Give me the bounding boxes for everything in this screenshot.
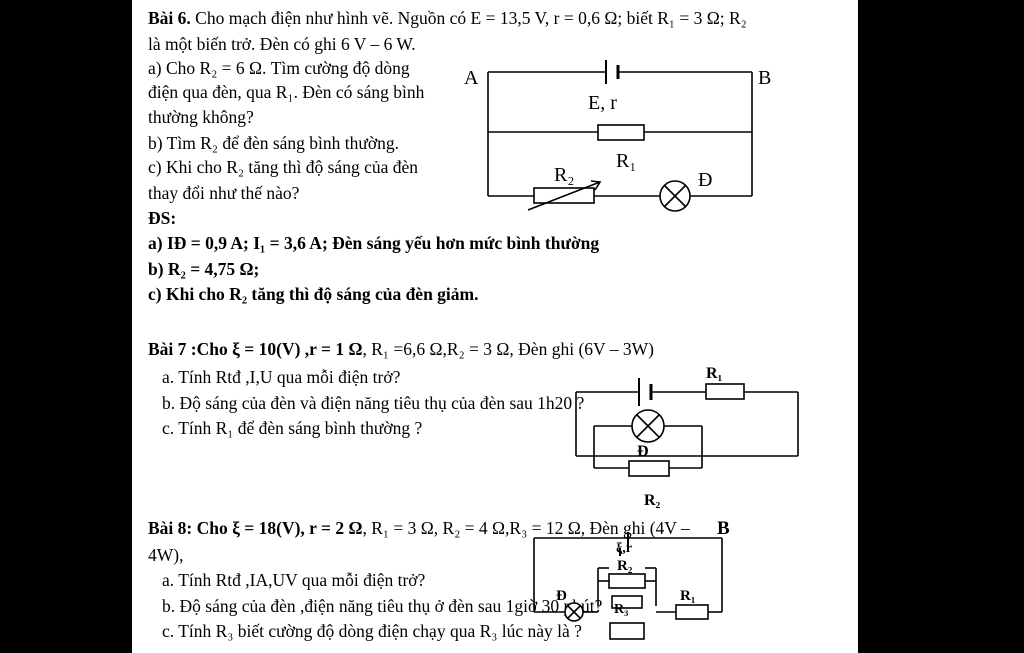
bai6-question-a3: thường không? bbox=[148, 107, 254, 127]
bai6-node-a-label: A bbox=[464, 67, 479, 89]
bai6-node-b-label: B bbox=[758, 67, 771, 89]
bai8-given: , R₁ = 3 Ω, R₂ = 4 Ω,R₃ = 12 Ω, Đèn ghi … bbox=[362, 518, 690, 538]
bai6-r1-label: R₁ bbox=[616, 150, 636, 172]
bai7-r1-resistor bbox=[705, 383, 745, 400]
bai6-answer-a: a) IĐ = 0,9 A; I₁ = 3,6 A; Đèn sáng yếu … bbox=[148, 233, 600, 253]
bai8-line1: Bài 8: Cho ξ = 18(V), r = 2 Ω, R₁ = 3 Ω,… bbox=[148, 517, 690, 539]
bai7-r1-label: R₁ bbox=[706, 365, 723, 382]
bai6-answer-label: ĐS: bbox=[148, 208, 177, 228]
bai8-line2: 4W), bbox=[148, 545, 184, 565]
bai8-lamp-label: Đ bbox=[556, 588, 567, 604]
bai6-question-c2: thay đổi như thế nào? bbox=[148, 183, 300, 203]
bai7-r2-resistor bbox=[628, 460, 670, 477]
bai6-answer-c: c) Khi cho R₂ tăng thì độ sáng của đèn g… bbox=[148, 284, 479, 304]
bai7-title: Bài 7 :Cho ξ = 10(V) ,r = 1 Ω bbox=[148, 339, 363, 359]
bai8-question-b: b. Độ sáng của đèn ,điện năng tiêu thụ ở… bbox=[162, 596, 603, 616]
bai8-r2-resistor bbox=[608, 573, 646, 589]
bai8-source-label: ξ,r bbox=[616, 541, 632, 556]
bai7-question-b: b. Độ sáng của đèn và điện năng tiêu thụ… bbox=[162, 393, 585, 413]
bai8-r3-resistor bbox=[611, 595, 643, 609]
bai8-circuit bbox=[533, 532, 723, 640]
bai6-question-c1: c) Khi cho R₂ tăng thì độ sáng của đèn bbox=[148, 157, 418, 177]
document-page: Bài 6. Cho mạch điện như hình vẽ. Nguồn … bbox=[132, 0, 858, 653]
bai6-line1: Bài 6. Cho mạch điện như hình vẽ. Nguồn … bbox=[148, 7, 747, 29]
circuit-diagrams: A B E, r R₁ R₂ Đ R₁ Đ R₂ B ξ,r R₂ R₁ R₃ … bbox=[464, 60, 799, 640]
bai8-r3-label: R₃ bbox=[614, 602, 628, 617]
bai8-question-a: a. Tính Rtđ ,IA,UV qua mỗi điện trở? bbox=[162, 570, 426, 590]
bai8-title: Bài 8: Cho ξ = 18(V), r = 2 Ω bbox=[148, 518, 363, 538]
bai8-question-c: c. Tính R₃ biết cường độ dòng điện chạy … bbox=[162, 621, 582, 641]
bai6-lamp-label: Đ bbox=[698, 169, 712, 191]
bai6-r1-resistor bbox=[597, 124, 645, 141]
bai6-title: Bài 6. bbox=[148, 8, 191, 28]
bai8-r1-label: R₁ bbox=[680, 588, 695, 604]
bai8-r2-label: R₂ bbox=[617, 558, 633, 574]
bai6-r2-label: R₂ bbox=[554, 164, 574, 186]
bai6-circuit bbox=[487, 60, 753, 212]
bai8-node-b-label: B bbox=[717, 518, 730, 539]
bai6-line2: là một biến trở. Đèn có ghi 6 V – 6 W. bbox=[148, 34, 416, 54]
bai7-given: , R₁ =6,6 Ω,R₂ = 3 Ω, Đèn ghi (6V – 3W) bbox=[362, 339, 654, 359]
bai6-question-a1: a) Cho R₂ = 6 Ω. Tìm cường độ dòng bbox=[148, 58, 410, 78]
bai7-circuit bbox=[575, 378, 799, 477]
bai7-r2-label: R₂ bbox=[644, 492, 661, 509]
bai7-question-a: a. Tính Rtđ ,I,U qua mỗi điện trở? bbox=[162, 367, 401, 387]
bai6-answer-b: b) R₂ = 4,75 Ω; bbox=[148, 259, 260, 279]
bai7-lamp-label: Đ bbox=[637, 443, 649, 460]
bai6-question-b: b) Tìm R₂ để đèn sáng bình thường. bbox=[148, 133, 400, 153]
bai7-question-c: c. Tính R₁ để đèn sáng bình thường ? bbox=[162, 418, 423, 438]
bai8-blank-box bbox=[609, 622, 645, 640]
bai6-intro: Cho mạch điện như hình vẽ. Nguồn có E = … bbox=[190, 8, 747, 28]
bai6-question-a2: điện qua đèn, qua R₁. Đèn có sáng bình bbox=[148, 82, 425, 102]
bai8-r1-resistor bbox=[675, 604, 709, 620]
bai6-source-label: E, r bbox=[588, 92, 617, 114]
bai7-line1: Bài 7 :Cho ξ = 10(V) ,r = 1 Ω, R₁ =6,6 Ω… bbox=[148, 338, 654, 360]
